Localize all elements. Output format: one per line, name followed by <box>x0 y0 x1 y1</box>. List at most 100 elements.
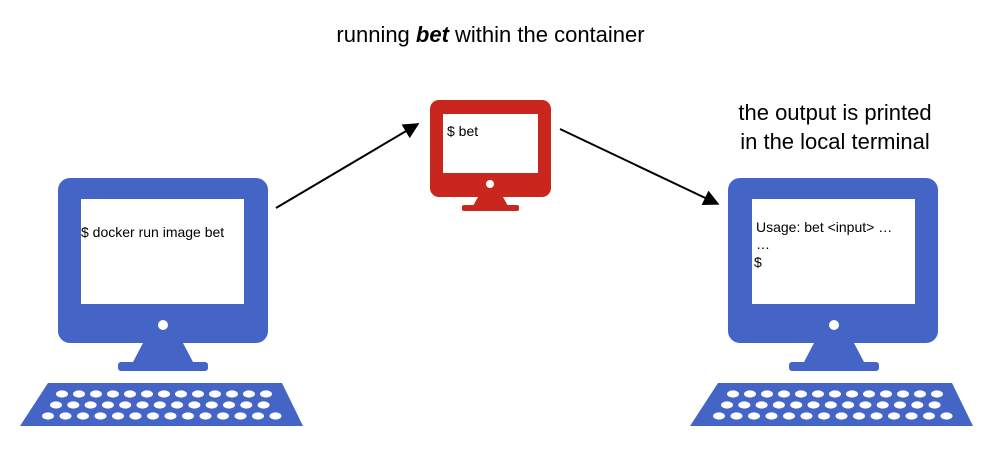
caption-line-1: the output is printed <box>738 100 932 125</box>
keyboard-key <box>217 412 229 420</box>
keyboard-key <box>129 412 142 420</box>
keyboard-key <box>257 401 270 409</box>
usage-output-line: Usage: bet <input> … <box>756 219 892 235</box>
keyboard-key <box>73 390 85 398</box>
terminal-command-text: $ docker run image bet <box>81 224 224 240</box>
keyboard-key <box>818 412 830 420</box>
title-prefix: running <box>336 22 416 47</box>
keyboard-key <box>807 401 820 409</box>
keyboard-key <box>880 390 892 398</box>
keyboard-key <box>905 412 918 420</box>
keyboard-key <box>136 401 149 409</box>
monitor-icon <box>58 178 268 371</box>
keyboard-key <box>42 412 54 420</box>
keyboard-key <box>205 401 218 409</box>
title-suffix: within the container <box>448 22 645 47</box>
keyboard-key <box>888 412 900 420</box>
keyboard-key <box>147 412 159 420</box>
keyboard-key <box>158 390 170 398</box>
keyboard-key <box>209 390 221 398</box>
keyboard-key <box>192 390 204 398</box>
keyboard-key <box>112 412 124 420</box>
keyboard-key <box>744 390 756 398</box>
power-button-icon <box>158 320 168 330</box>
keyboard-key <box>252 412 264 420</box>
keyboard-key <box>226 390 238 398</box>
keyboard-key <box>101 401 114 409</box>
output-caption: the output is printed in the local termi… <box>705 98 965 156</box>
local-computer-right: Usage: bet <input> … … $ <box>690 178 973 426</box>
keyboard-key <box>730 412 743 420</box>
keyboard-key <box>56 390 68 398</box>
monitor-icon <box>430 100 551 211</box>
prompt-output-line: $ <box>754 254 762 270</box>
keyboard-key <box>50 401 62 409</box>
terminal-screen <box>81 199 244 304</box>
keyboard-key <box>914 390 926 398</box>
title-command: bet <box>415 22 449 47</box>
keyboard-icon <box>20 383 303 426</box>
keyboard-key <box>859 401 872 409</box>
keyboard-key <box>199 412 212 420</box>
ellipsis-output-line: … <box>756 236 770 252</box>
keyboard-key <box>77 412 89 420</box>
keyboard-key <box>171 401 184 409</box>
container-computer: $ bet <box>430 100 551 211</box>
keyboard-key <box>876 401 889 409</box>
keyboard-key <box>824 401 837 409</box>
power-button-icon <box>829 320 839 330</box>
diagram-title: running bet within the container <box>0 22 981 48</box>
keyboard-key <box>835 412 848 420</box>
keyboard-key <box>713 412 725 420</box>
keyboard-key <box>870 412 883 420</box>
arrow-to-local-output <box>559 128 720 206</box>
keyboard-key <box>897 390 909 398</box>
caption-line-2: in the local terminal <box>740 129 930 154</box>
keyboard-key <box>940 412 953 420</box>
keyboard-key <box>748 412 760 420</box>
keyboard-key <box>928 401 941 409</box>
keyboard-key <box>738 401 751 409</box>
keyboard-key <box>59 412 72 420</box>
keyboard-key <box>911 401 924 409</box>
keyboard-key <box>772 401 785 409</box>
power-button-icon <box>486 180 494 188</box>
keyboard-key <box>842 401 855 409</box>
keyboard-key <box>829 390 841 398</box>
keyboard-key <box>141 390 153 398</box>
keyboard-key <box>765 412 778 420</box>
keyboard-key <box>84 401 97 409</box>
keyboard-key <box>164 412 177 420</box>
keyboard-key <box>240 401 253 409</box>
monitor-icon <box>728 178 938 371</box>
keyboard-key <box>727 390 739 398</box>
keyboard-key <box>243 390 255 398</box>
keyboard-key <box>863 390 875 398</box>
container-command-text: $ bet <box>447 123 478 139</box>
keyboard-key <box>124 390 136 398</box>
container-terminal-screen <box>443 114 538 173</box>
keyboard-key <box>90 390 102 398</box>
keyboard-key <box>812 390 824 398</box>
terminal-screen <box>752 199 915 304</box>
keyboard-icon <box>690 383 973 426</box>
keyboard-key <box>800 412 813 420</box>
keyboard-key <box>94 412 107 420</box>
keyboard-key <box>223 401 235 409</box>
keyboard-key <box>894 401 906 409</box>
keyboard-key <box>790 401 803 409</box>
keyboard-key <box>931 390 943 398</box>
keyboard-key <box>153 401 166 409</box>
keyboard-key <box>67 401 80 409</box>
keyboard-key <box>783 412 795 420</box>
keyboard-key <box>853 412 865 420</box>
keyboard-key <box>761 390 773 398</box>
keyboard-key <box>260 390 272 398</box>
local-computer-left: $ docker run image bet <box>20 178 303 426</box>
arrow-to-container <box>275 123 420 209</box>
keyboard-key <box>755 401 768 409</box>
keyboard-key <box>778 390 790 398</box>
keyboard-key <box>119 401 132 409</box>
keyboard-key <box>846 390 858 398</box>
